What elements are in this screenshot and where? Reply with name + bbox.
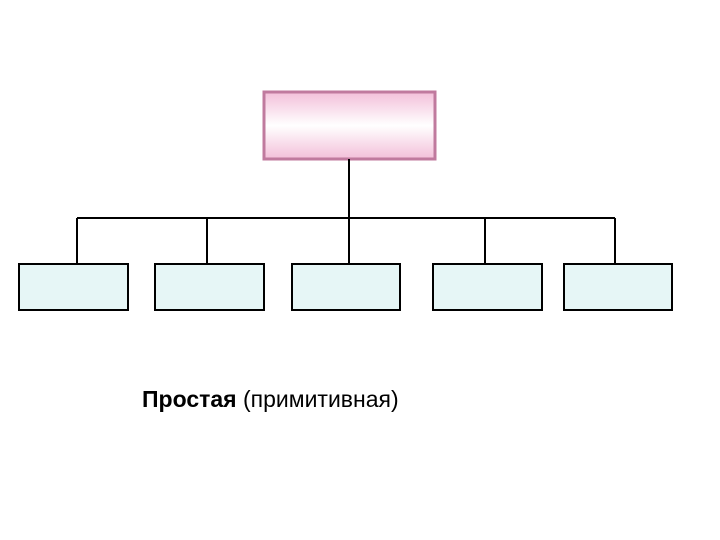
diagram-caption: Простая (примитивная)	[142, 388, 399, 411]
child-node-4	[432, 263, 543, 311]
child-node-5	[563, 263, 673, 311]
child-node-2	[154, 263, 265, 311]
child-node-3	[291, 263, 401, 311]
caption-bold-text: Простая	[142, 386, 237, 412]
child-node-1	[18, 263, 129, 311]
top-node	[262, 90, 437, 161]
caption-rest-text: (примитивная)	[236, 386, 399, 412]
